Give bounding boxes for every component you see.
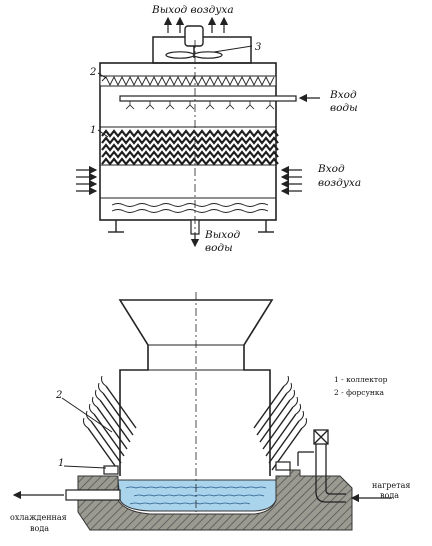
heated-water-riser <box>297 429 346 503</box>
spray-jet <box>101 375 107 387</box>
fill-pack <box>100 126 279 166</box>
spray-fin <box>256 392 288 436</box>
spray-jet <box>98 382 104 394</box>
spray-jet <box>295 403 301 415</box>
water-outlet-label-2: воды <box>205 242 233 254</box>
nozzle-spray <box>225 104 235 110</box>
fill-row <box>101 150 279 159</box>
callout-3-leader <box>213 45 253 53</box>
callout-2-bottom: 2 <box>55 390 62 401</box>
spray-fin <box>253 385 285 429</box>
water-distribution-pipe <box>119 95 297 102</box>
callout-2-leader <box>97 72 107 79</box>
spray-fin <box>105 385 137 429</box>
spray-nozzles <box>125 101 275 110</box>
spray-jet <box>298 410 304 422</box>
air-inlet-arrows-right <box>280 165 302 196</box>
ripple <box>129 502 251 505</box>
spray-fin <box>90 420 122 464</box>
spray-jet <box>83 417 89 429</box>
nozzle-spray <box>145 104 155 110</box>
collection-basin <box>100 197 276 213</box>
callout-1-bottom-leader <box>63 465 107 469</box>
cooled-water-pipe <box>65 489 121 501</box>
water-inlet-label-1: Вход <box>329 89 357 101</box>
nozzle-spray <box>245 104 255 110</box>
left-collector <box>103 465 119 475</box>
air-inlet-label-2: воздуха <box>318 177 361 189</box>
callout-1-leader <box>97 129 109 138</box>
support-legs <box>108 220 274 233</box>
fan-icon <box>165 25 223 59</box>
legend-item-2: 2 - форсунка <box>334 388 385 397</box>
fill-row <box>101 157 279 166</box>
right-collector <box>275 461 291 471</box>
spray-jet <box>92 396 98 408</box>
top-cooling-tower: Выход воздуха 3 2 1 Вход воды Вход возду… <box>76 4 361 254</box>
spray-fin <box>262 406 294 450</box>
fill-row <box>101 143 279 152</box>
callout-2: 2 <box>89 67 96 78</box>
spray-fin <box>96 406 128 450</box>
spray-fin <box>99 399 131 443</box>
spray-jet <box>286 382 292 394</box>
spray-fin <box>268 420 300 464</box>
callout-1-bottom: 1 <box>58 458 64 469</box>
fill-row <box>101 136 279 145</box>
air-outlet-arrows <box>163 16 229 33</box>
heated-water-label-1: нагретая <box>372 481 410 490</box>
callout-3: 3 <box>255 42 261 53</box>
spray-jet <box>301 417 307 429</box>
air-outlet-label: Выход воздуха <box>151 4 234 16</box>
nozzle-spray <box>205 104 215 110</box>
ripple <box>133 494 265 497</box>
left-spray-fins <box>83 375 137 471</box>
water-inlet-label-2: воды <box>330 102 358 114</box>
spray-fin <box>259 399 291 443</box>
spray-jet <box>86 410 92 422</box>
nozzle-spray <box>165 104 175 110</box>
air-inlet-arrows-left <box>76 165 98 196</box>
spray-jet <box>95 389 101 401</box>
spray-fin <box>93 413 125 457</box>
spray-fin <box>87 427 119 471</box>
heated-water-label-2: вода <box>380 491 399 500</box>
callout-1: 1 <box>90 125 96 136</box>
fill-row <box>101 129 279 138</box>
ground-base <box>77 469 353 531</box>
spray-jet <box>289 389 295 401</box>
cooled-water-label-2: вода <box>30 524 49 533</box>
spray-fin <box>265 413 297 457</box>
cooled-water-label-1: охлажденная <box>10 513 67 522</box>
spray-jet <box>292 396 298 408</box>
nozzle-spray <box>125 104 135 110</box>
nozzle-spray <box>185 104 195 110</box>
nozzle-spray <box>265 104 275 110</box>
legend-item-1: 1 - коллектор <box>334 375 388 384</box>
spray-jet <box>283 375 289 387</box>
bottom-cooling-tower: 2 1 1 - коллектор 2 - форсунка нагретая … <box>10 292 410 533</box>
air-inlet-label-1: Вход <box>317 163 345 175</box>
spray-jet <box>89 403 95 415</box>
water-outlet-label-1: Выход <box>204 229 241 241</box>
callout-2-bottom-leader <box>61 397 113 433</box>
drift-eliminator <box>99 75 277 87</box>
spray-fin <box>102 392 134 436</box>
